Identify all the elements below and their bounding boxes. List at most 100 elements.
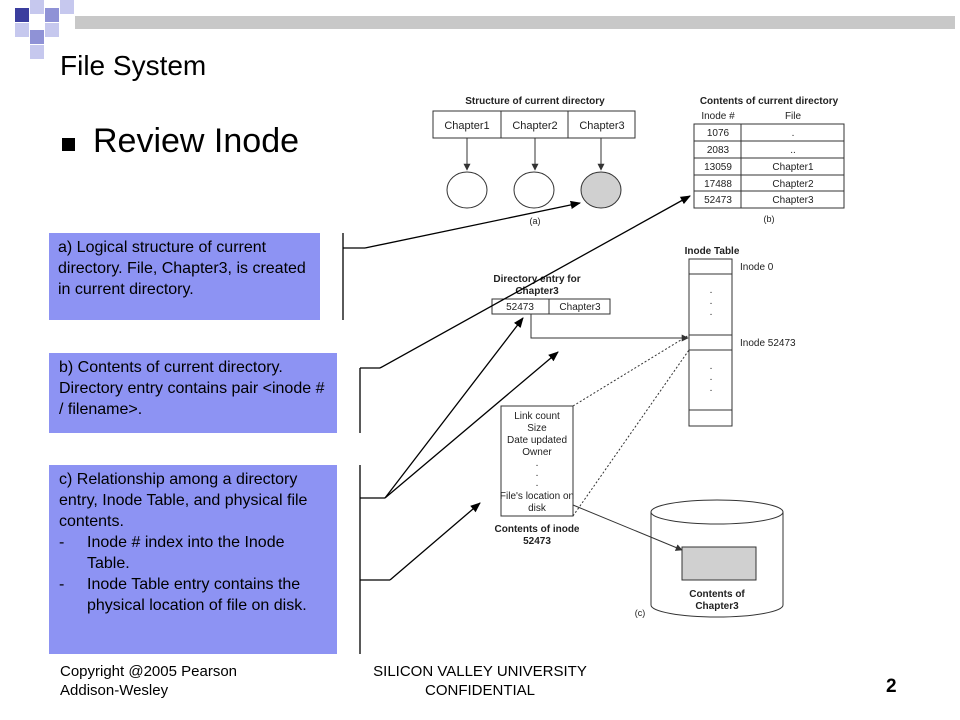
callout-c-item-text: Inode # index into the Inode Table. (87, 534, 285, 572)
callout-c-item: - Inode # index into the Inode Table. (59, 532, 329, 574)
pointer-arrow-c1 (384, 317, 524, 499)
footer-center-line: SILICON VALLEY UNIVERSITY (373, 663, 587, 680)
bullet-review-inode: Review Inode (93, 122, 300, 160)
deco-square (45, 23, 59, 37)
list-dash: - (59, 576, 65, 593)
pointer-arrow-a (364, 200, 582, 249)
callout-a-text: a) Logical structure of current director… (58, 239, 306, 298)
callout-a: a) Logical structure of current director… (49, 233, 320, 320)
inode-contents-label: Contents of inode (495, 524, 580, 535)
inode-field: disk (528, 503, 547, 514)
deco-square (15, 23, 29, 37)
list-dash: - (59, 534, 65, 551)
figure-a: Structure of current directory Chapter1 … (432, 96, 636, 226)
table-cell-file: .. (790, 145, 796, 156)
inode-field: Owner (522, 447, 552, 458)
dir-entry-heading-2: Chapter3 (515, 286, 559, 297)
table-cell-file: . (792, 128, 795, 139)
zoom-line (572, 349, 690, 517)
dir-cell-label: Chapter1 (444, 120, 489, 132)
callout-c-intro: c) Relationship among a directory entry,… (59, 471, 308, 530)
col-header-inode: Inode # (701, 111, 735, 122)
table-cell-inode: 2083 (707, 145, 730, 156)
deco-square (30, 30, 44, 44)
inode-field: . (536, 458, 539, 469)
inode-0-label: Inode 0 (740, 262, 774, 273)
disk-top (650, 499, 784, 525)
col-header-file: File (785, 111, 802, 122)
table-cell-inode: 13059 (704, 162, 732, 173)
file-node (446, 171, 488, 209)
figure-a-heading: Structure of current directory (465, 96, 605, 107)
footer-copyright: Copyright @2005 Pearson Addison-Wesley (60, 662, 237, 700)
inode-contents-box (500, 405, 574, 517)
callout-c-item-text: Inode Table entry contains the physical … (87, 576, 307, 614)
inode-field: Link count (514, 411, 560, 422)
footer-confidential: SILICON VALLEY UNIVERSITY CONFIDENTIAL (350, 662, 610, 700)
table-cell-inode: 17488 (704, 179, 732, 190)
deco-square (30, 45, 44, 59)
dir-cell-label: Chapter2 (512, 120, 557, 132)
file-node (513, 171, 555, 209)
page-number: 2 (886, 676, 897, 697)
bullet-square-icon (62, 138, 75, 151)
figure-a-caption: (a) (530, 216, 541, 226)
dir-cell-label: Chapter3 (579, 120, 624, 132)
entry-to-table-arrow (530, 314, 689, 342)
inode-field: Size (527, 423, 547, 434)
table-cell-inode: 52473 (704, 195, 732, 206)
dot: . (710, 307, 713, 318)
pointer-arrow-c2 (384, 351, 559, 499)
callout-b: b) Contents of current directory. Direct… (49, 353, 337, 433)
table-cell-file: Chapter3 (772, 195, 814, 206)
table-cell-file: Chapter1 (772, 162, 814, 173)
inode-field: . (536, 468, 539, 479)
inode-field: Date updated (507, 435, 567, 446)
header-bar (75, 16, 955, 29)
dir-entry-inode: 52473 (506, 302, 534, 313)
footer-center-line: CONFIDENTIAL (424, 682, 535, 699)
dir-entry-name: Chapter3 (559, 302, 601, 313)
dir-entry-heading: Directory entry for (493, 274, 580, 285)
deco-square (45, 8, 59, 22)
zoom-line (572, 334, 690, 407)
figure-c: Directory entry for Chapter3 52473 Chapt… (491, 246, 796, 618)
table-cell-inode: 1076 (707, 128, 730, 139)
figure-b-caption: (b) (764, 214, 775, 224)
disk-block (681, 546, 757, 581)
dot: . (710, 285, 713, 296)
deco-square (30, 0, 44, 14)
callout-b-text: b) Contents of current directory. Direct… (59, 359, 325, 418)
deco-square (60, 0, 74, 14)
deco-square (15, 8, 29, 22)
callout-c: c) Relationship among a directory entry,… (49, 465, 337, 654)
disk-body (650, 512, 784, 618)
inode-field: File's location on (500, 491, 574, 502)
dot: . (710, 361, 713, 372)
callout-c-item: - Inode Table entry contains the physica… (59, 574, 329, 616)
inode-table-title: Inode Table (685, 246, 740, 257)
figure-b: Contents of current directory Inode # Fi… (693, 96, 845, 224)
dot: . (710, 383, 713, 394)
dot: . (710, 296, 713, 307)
footer-copyright-line: Addison-Wesley (60, 682, 169, 699)
pointer-arrow-b (379, 195, 691, 369)
inode-to-disk-arrow (572, 504, 683, 551)
figure-b-heading: Contents of current directory (700, 96, 839, 107)
inode-table (688, 258, 733, 427)
pointer-arrow-c3 (389, 502, 481, 581)
disk-label-2: Chapter3 (695, 601, 739, 612)
disk-label: Contents of (689, 589, 745, 600)
callout-pointers (342, 195, 691, 654)
table-cell-file: Chapter2 (772, 179, 814, 190)
inode-field: . (536, 478, 539, 489)
figure-c-caption: (c) (635, 608, 646, 618)
slide-title: File System (60, 50, 207, 81)
dir-table (693, 123, 845, 209)
inode-n-label: Inode 52473 (740, 338, 796, 349)
file-node-chapter3 (580, 171, 622, 209)
dot: . (710, 372, 713, 383)
footer-copyright-line: Copyright @2005 Pearson (60, 663, 237, 680)
inode-contents-label-2: 52473 (523, 536, 551, 547)
